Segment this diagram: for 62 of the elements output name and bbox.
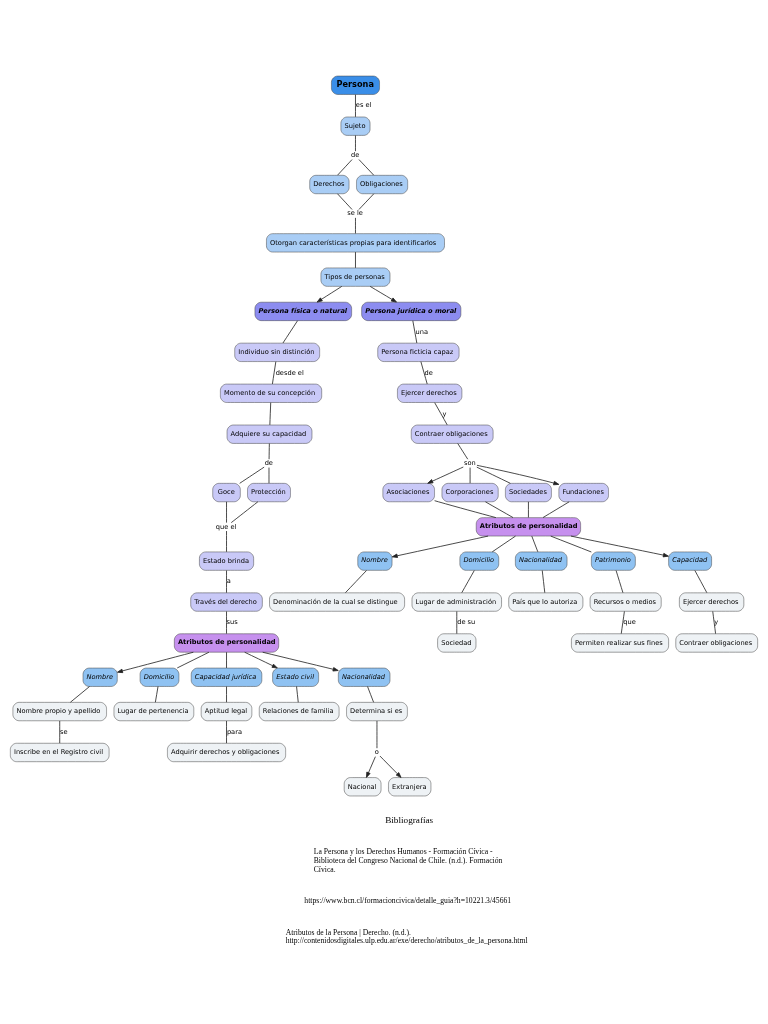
connector [226,720,227,744]
connector [531,535,539,553]
connector [282,320,298,344]
connector [355,217,356,234]
connector [541,570,546,594]
arrow [427,466,464,484]
connector [712,611,716,635]
arrow [117,651,194,674]
arrow [366,756,376,778]
connector [272,361,277,385]
connector [420,361,428,385]
connector [550,535,592,553]
arrow [570,535,669,558]
connector [412,320,418,344]
connector [70,686,90,703]
arrow [391,535,489,558]
connector [226,611,227,635]
label: Bibliografías [385,815,434,826]
connector [269,402,272,426]
connector [485,501,514,518]
connector [542,501,570,518]
connector [355,251,356,269]
connector [358,159,375,176]
connector [434,402,448,426]
connector [615,570,624,594]
arrow [316,285,343,303]
node-box: Persona [331,75,380,95]
arrow [379,755,402,778]
connector [226,651,227,669]
connector [355,135,356,152]
connector [337,193,353,210]
connector [434,500,497,518]
connector [296,686,299,703]
connector [345,570,367,594]
label: Atributos de la Persona | Derecho. (n.d.). http://contenidosdigitales.ulp.edu.ar/exe/derecho/atributos_de_la_persona.html [285,927,528,946]
connector [239,466,265,484]
arrow [262,651,339,672]
label: La Persona y los Derechos Humanos - Formación Cívica - Biblioteca del Congreso Nacional de Chile. (n.d.). Formación Cívica. [313,847,503,874]
connector [491,535,516,553]
connector [268,443,270,460]
arrow [476,464,560,486]
connector [176,651,210,669]
connector [226,501,227,524]
connector [358,193,375,210]
connector [694,570,708,594]
connector [476,466,511,484]
connector [337,159,353,176]
connector [226,570,227,594]
connector [230,501,259,524]
connector [528,501,529,518]
label: https://www.bcn.cl/formacioncivica/detalle_guia?h=10221.3/45661 [304,896,512,906]
connector [367,686,374,703]
connector [355,94,356,118]
connector [461,570,475,594]
arrow [244,651,278,669]
connector [226,686,227,703]
connector [620,611,625,635]
arrow [369,285,397,303]
connector [457,443,469,460]
connector [59,720,61,744]
connector [226,530,227,553]
connector [154,686,159,703]
